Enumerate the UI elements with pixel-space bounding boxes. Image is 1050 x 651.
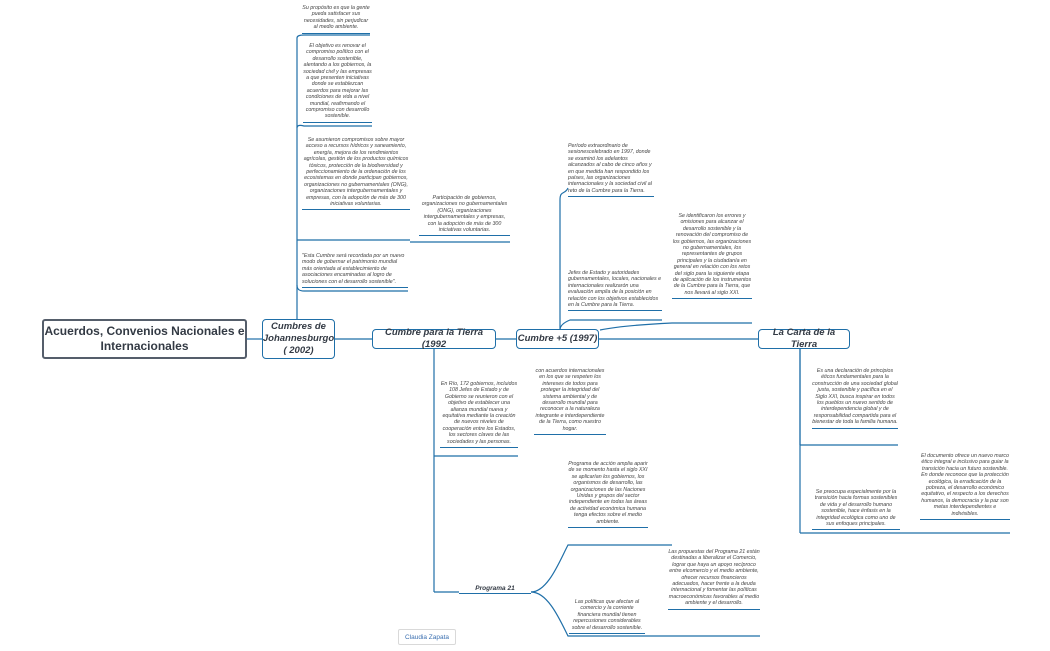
author-name: Claudia Zapata [404,633,450,641]
root-topic[interactable]: Acuerdos, Convenios Nacionales e Interna… [42,319,247,359]
root-title: Acuerdos, Convenios Nacionales e Interna… [44,324,245,353]
topic-johannesburgo[interactable]: Cumbres de Johannesburgo ( 2002) [262,319,335,359]
topic-cumbre-tierra[interactable]: Cumbre para la Tierra (1992 [372,327,496,350]
note-carta-1[interactable]: Es una declaración de principios éticos … [812,368,898,429]
note-carta-2[interactable]: Se preocupa especialmente por la transic… [812,489,900,531]
note-tierra-3[interactable]: Programa de acción amplia aparir de se m… [568,461,648,529]
note-johannesburgo-3[interactable]: Se asumieron compromisos sobre mayor acc… [302,137,410,211]
note-programa21-2[interactable]: Las políticas que afectan al comercio y … [569,599,645,635]
note-plus5-3[interactable]: Se identificaron los errores y omisiones… [672,213,752,300]
note-tierra-1[interactable]: En Río, 172 gobiernos, incluidos 108 Jef… [440,381,518,449]
note-johannesburgo-2[interactable]: El objetivo es renovar el compromiso pol… [303,43,372,123]
note-plus5-2[interactable]: Jefes de Estado y autoridades gubernamen… [568,270,662,312]
note-johannesburgo-1[interactable]: Su propósito es que la gente pueda satis… [302,5,370,34]
note-plus5-1[interactable]: Período extraordinario de sesionescelebr… [568,143,654,198]
author-badge[interactable]: Claudia Zapata [398,629,456,645]
note-tierra-2[interactable]: con acuerdos internacionales en los que … [534,368,606,436]
topic-cumbre-plus5[interactable]: Cumbre +5 (1997) [516,329,599,349]
topic-carta-tierra-label: La Carta de la Tierra [772,327,836,350]
topic-johannesburgo-label: Cumbres de Johannesburgo ( 2002) [262,321,335,356]
topic-cumbre-plus5-label: Cumbre +5 (1997) [517,333,598,344]
topic-cumbre-tierra-label: Cumbre para la Tierra (1992 [384,327,484,350]
note-carta-3[interactable]: El documento ofrece un nuevo marco ético… [920,453,1010,521]
topic-carta-tierra[interactable]: La Carta de la Tierra [758,327,850,350]
note-johannesburgo-5[interactable]: "Esta Cumbre será recordada por un nuevo… [302,253,408,289]
programa21-label[interactable]: Programa 21 [459,585,531,594]
note-johannesburgo-4[interactable]: Participación de gobiernos, organizacion… [419,195,510,237]
note-programa21-1[interactable]: Las propuestas del Programa 21 están des… [668,549,760,610]
